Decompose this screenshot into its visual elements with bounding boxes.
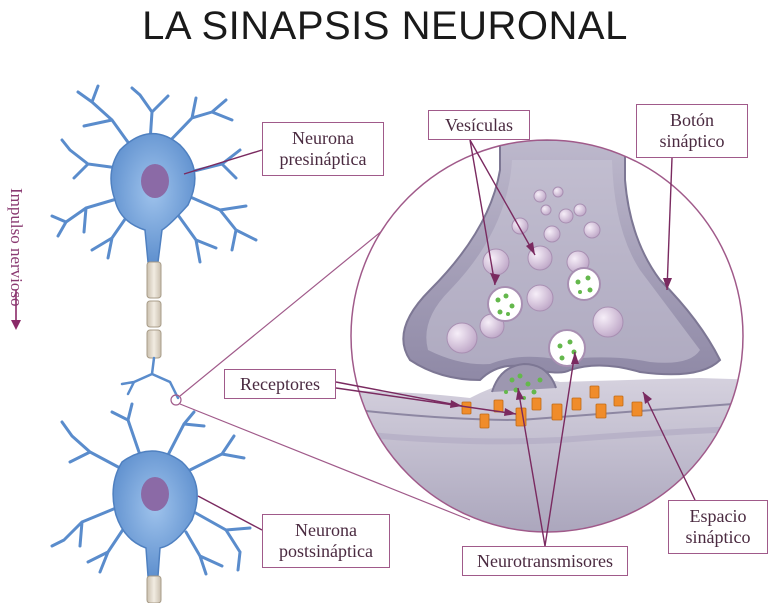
label-synaptic-space: Espacio sináptico (668, 500, 768, 554)
presynaptic-neuron (52, 86, 256, 398)
impulse-arrowhead (11, 320, 21, 330)
label-postsynaptic-neuron: Neurona postsináptica (262, 514, 390, 568)
label-vesicles: Vesículas (428, 110, 530, 140)
label-receptors: Receptores (224, 369, 336, 399)
label-synaptic-button: Botón sináptico (636, 104, 748, 158)
postsynaptic-neuron (52, 404, 250, 603)
nerve-impulse-label: Impulso nervioso (6, 188, 26, 307)
label-neurotransmitters: Neurotransmisores (462, 546, 628, 576)
label-presynaptic-neuron: Neurona presináptica (262, 122, 384, 176)
